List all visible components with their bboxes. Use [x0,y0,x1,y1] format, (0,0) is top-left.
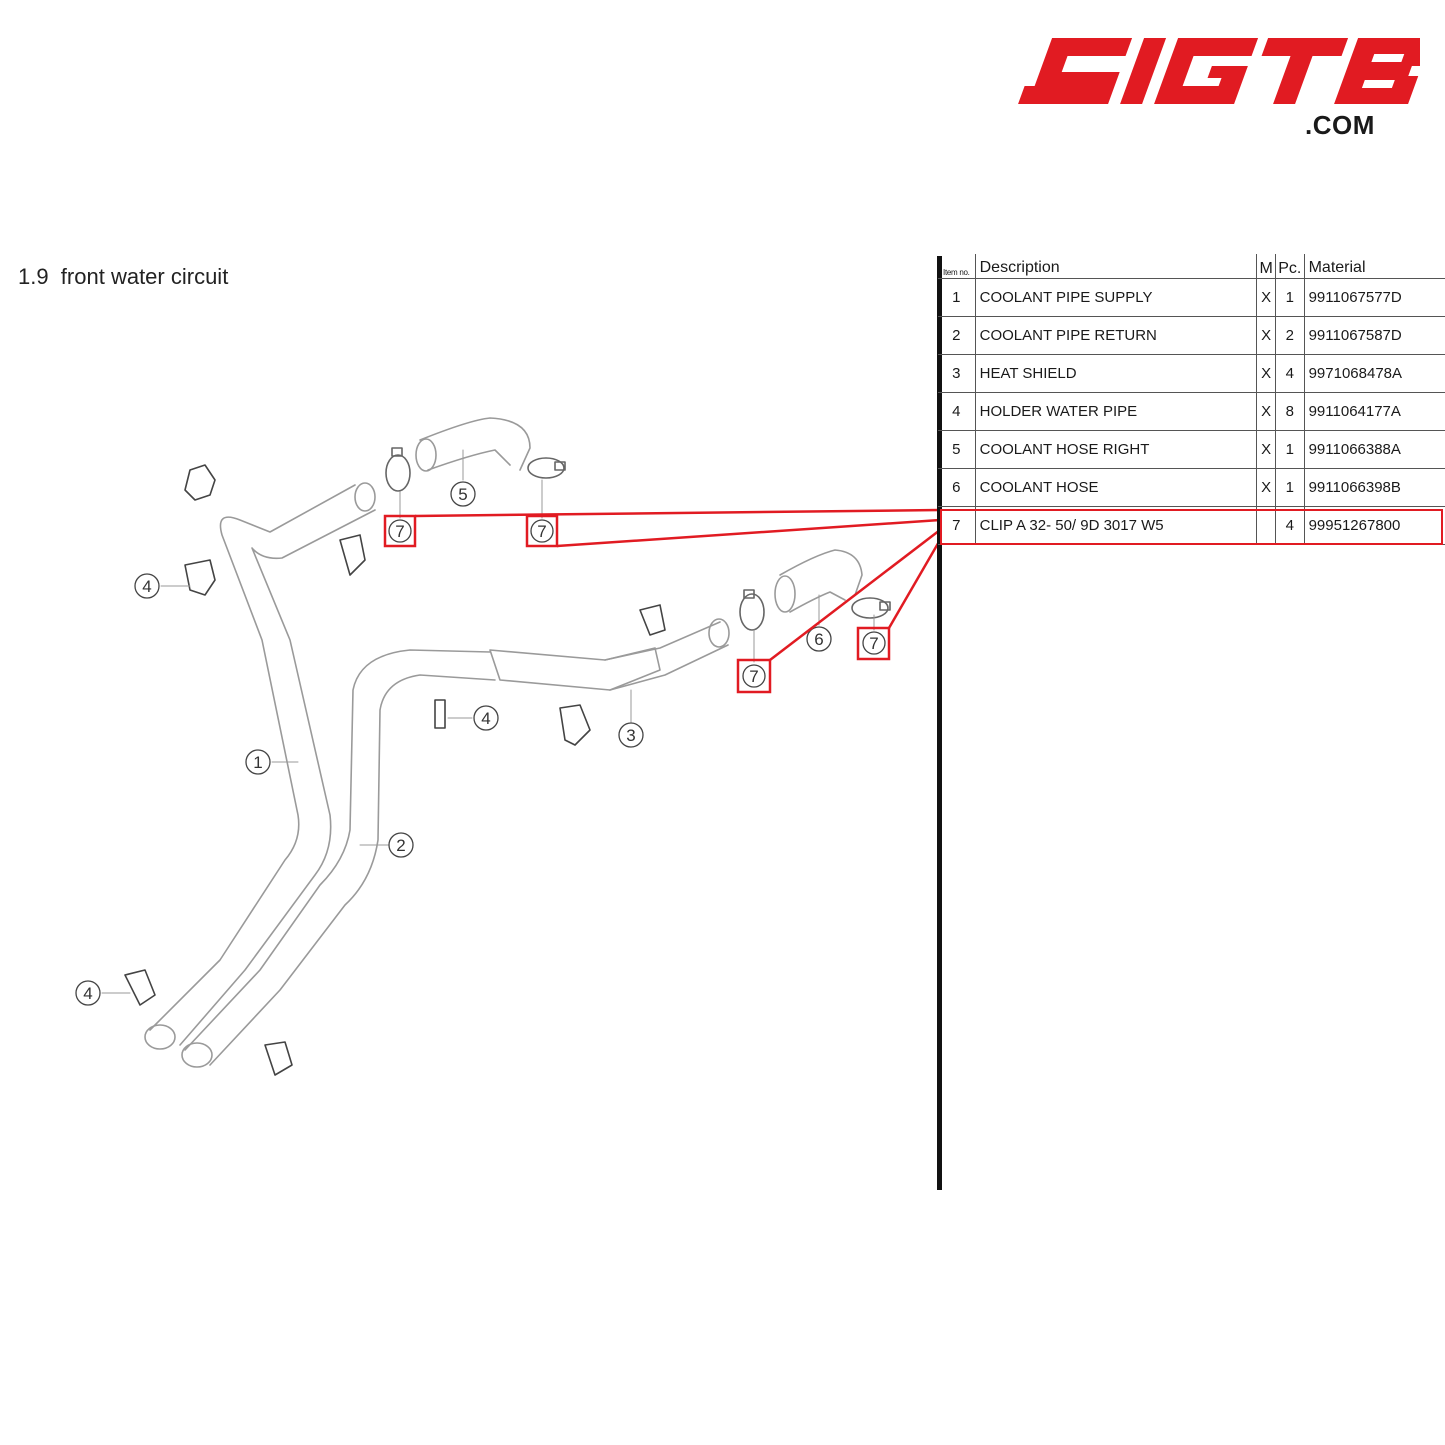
svg-text:4: 4 [481,709,490,728]
header-item-no: Item no. [938,254,976,279]
table-header-row: Item no. Description M Pc. Material [938,254,1445,279]
table-row: 1 COOLANT PIPE SUPPLY X 1 9911067577D [938,278,1445,317]
callout-3: 3 [618,722,644,748]
callout-7-b: 7 [530,519,554,543]
highlight-connectors [383,508,942,694]
callout-1: 1 [245,749,271,775]
cell-material: 99951267800 [1304,506,1445,545]
svg-text:7: 7 [537,522,546,541]
cell-material: 9911064177A [1304,392,1445,431]
callout-5: 5 [450,481,476,507]
cell-pc: 4 [1275,506,1305,545]
cell-m: X [1256,316,1276,355]
callout-4-middle: 4 [473,705,499,731]
cell-description: COOLANT HOSE RIGHT [975,430,1258,469]
cell-m: X [1256,392,1276,431]
cell-description: HEAT SHIELD [975,354,1258,393]
cell-pc: 8 [1275,392,1305,431]
holder-icon-group [124,464,666,1076]
parts-table: Item no. Description M Pc. Material 1 CO… [938,254,1445,545]
callout-4-left: 4 [134,573,160,599]
cell-description: COOLANT PIPE SUPPLY [975,278,1258,317]
coolant-hose [774,549,863,613]
header-description: Description [975,254,1258,279]
callout-7-c: 7 [742,664,766,688]
svg-text:4: 4 [83,984,92,1003]
svg-text:5: 5 [458,485,467,504]
table-row: 2 COOLANT PIPE RETURN X 2 9911067587D [938,316,1445,355]
callout-7-d: 7 [862,631,886,655]
logo-domain-text: .COM [1305,110,1375,140]
cell-m: X [1256,468,1276,507]
cell-description: COOLANT PIPE RETURN [975,316,1258,355]
cell-material: 9911067577D [1304,278,1445,317]
svg-text:2: 2 [396,836,405,855]
cell-item: 7 [938,506,976,545]
cell-pc: 4 [1275,354,1305,393]
callout-4-bottom: 4 [75,980,101,1006]
table-row: 4 HOLDER WATER PIPE X 8 9911064177A [938,392,1445,431]
cell-description: HOLDER WATER PIPE [975,392,1258,431]
cell-item: 2 [938,316,976,355]
cell-material: 9911066398B [1304,468,1445,507]
callout-6: 6 [806,626,832,652]
cell-material: 9971068478A [1304,354,1445,393]
cell-m: X [1256,278,1276,317]
cell-pc: 1 [1275,468,1305,507]
svg-text:4: 4 [142,577,151,596]
table-rule [937,256,942,1190]
leader-lines [101,449,875,994]
cell-material: 9911067587D [1304,316,1445,355]
coolant-pipe-return [181,649,496,1068]
clip-icon-group [385,447,891,631]
cell-item: 5 [938,430,976,469]
heat-shield [489,618,730,691]
svg-text:7: 7 [869,634,878,653]
coolant-pipe-supply [144,482,376,1050]
table-row: 3 HEAT SHIELD X 4 9971068478A [938,354,1445,393]
cell-material: 9911066388A [1304,430,1445,469]
cell-description: COOLANT HOSE [975,468,1258,507]
cell-pc: 1 [1275,278,1305,317]
svg-text:6: 6 [814,630,823,649]
cell-item: 4 [938,392,976,431]
cell-description: CLIP A 32- 50/ 9D 3017 W5 [975,506,1258,545]
svg-text:7: 7 [749,667,758,686]
cell-item: 3 [938,354,976,393]
cell-item: 1 [938,278,976,317]
cell-pc: 1 [1275,430,1305,469]
page-title: 1.9 front water circuit [18,264,229,289]
sigtb-logo [1018,38,1420,104]
svg-text:1: 1 [253,753,262,772]
cell-pc: 2 [1275,316,1305,355]
callout-7-a: 7 [388,519,412,543]
header-material: Material [1304,254,1445,279]
callout-2: 2 [388,832,414,858]
table-row-highlighted: 7 CLIP A 32- 50/ 9D 3017 W5 4 9995126780… [938,506,1445,545]
header-m: M [1256,254,1276,279]
svg-text:3: 3 [626,726,635,745]
table-row: 6 COOLANT HOSE X 1 9911066398B [938,468,1445,507]
table-row: 5 COOLANT HOSE RIGHT X 1 9911066388A [938,430,1445,469]
cell-item: 6 [938,468,976,507]
cell-m: X [1256,354,1276,393]
cell-m: X [1256,430,1276,469]
coolant-hose-right [415,417,531,472]
header-pc: Pc. [1275,254,1305,279]
highlight-row-box [940,509,1443,545]
svg-text:7: 7 [395,522,404,541]
